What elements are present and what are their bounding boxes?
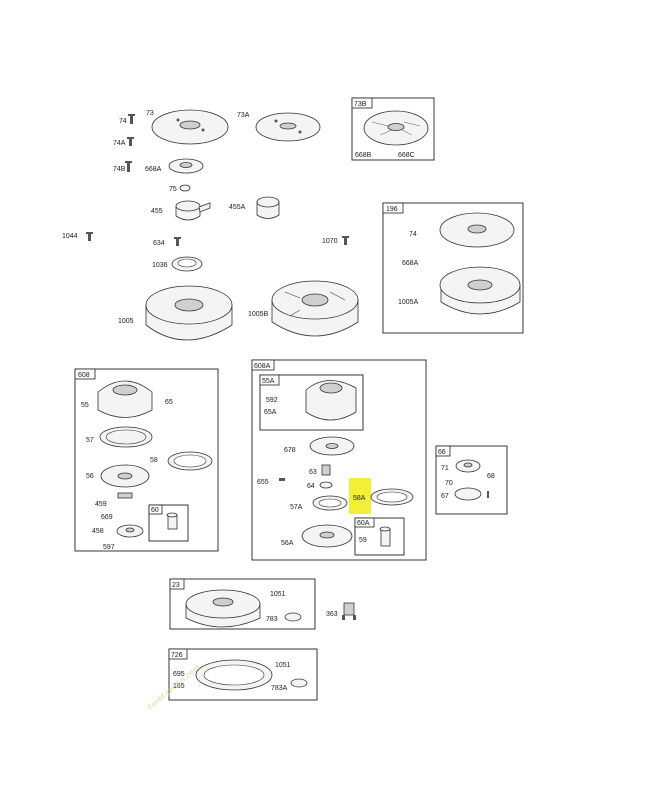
label-75: 75 <box>169 186 177 193</box>
label-455A: 455A <box>229 204 246 211</box>
kit-box-608A[interactable] <box>251 359 427 561</box>
label-74A: 74A <box>113 140 126 147</box>
part-1070-screw <box>342 236 349 245</box>
label-668B: 668B <box>355 152 372 159</box>
kit-box-23[interactable] <box>169 578 316 630</box>
label-695: 695 <box>173 671 185 678</box>
label-56: 56 <box>86 473 94 480</box>
label-73A: 73A <box>237 112 250 119</box>
label-1005B: 1005B <box>248 311 269 318</box>
part-1005B-fan[interactable] <box>271 280 359 337</box>
box-title-608: 608 <box>78 372 90 379</box>
label-1005A: 1005A <box>398 299 419 306</box>
part-1036-ring[interactable] <box>171 256 203 272</box>
label-58: 58 <box>150 457 158 464</box>
label-668A: 668A <box>145 166 162 173</box>
label-57: 57 <box>86 437 94 444</box>
part-74-screw <box>128 114 135 124</box>
box-title-726: 726 <box>171 652 183 659</box>
label-55: 55 <box>81 402 89 409</box>
part-668A-plate[interactable] <box>168 158 204 174</box>
part-363-terminal[interactable] <box>342 602 356 620</box>
part-75-washer <box>179 184 191 192</box>
part-57A-spring[interactable] <box>312 495 348 511</box>
label-783A: 783A <box>271 685 288 692</box>
label-65A: 65A <box>264 409 277 416</box>
label-597: 597 <box>103 544 115 551</box>
part-1044-screw <box>86 232 93 241</box>
kit-box-60A[interactable] <box>354 517 405 556</box>
highlight-58A[interactable] <box>349 478 371 514</box>
kit-box-726[interactable] <box>168 648 318 701</box>
label-63: 63 <box>309 469 317 476</box>
label-458: 458 <box>92 528 104 535</box>
part-64-washer <box>319 481 333 489</box>
part-74B-screw <box>125 161 132 172</box>
kit-box-66[interactable] <box>435 445 508 515</box>
box-title-55A: 55A <box>262 378 275 385</box>
kit-box-608[interactable] <box>74 368 219 552</box>
label-634: 634 <box>153 240 165 247</box>
label-165: 165 <box>173 683 185 690</box>
part-63-spring <box>321 464 331 476</box>
label-1044: 1044 <box>62 233 78 240</box>
part-1005-fan[interactable] <box>145 285 233 341</box>
label-68: 68 <box>487 473 495 480</box>
label-67: 67 <box>441 493 449 500</box>
part-73-flywheel-screen[interactable] <box>151 109 229 145</box>
label-668A-196: 668A <box>402 260 419 267</box>
label-1051: 1051 <box>270 591 286 598</box>
label-363: 363 <box>326 611 338 618</box>
part-455-starter-cup[interactable] <box>175 200 211 221</box>
box-title-73B: 73B <box>354 101 367 108</box>
label-65: 65 <box>165 399 173 406</box>
label-669: 669 <box>101 514 113 521</box>
label-74: 74 <box>119 118 127 125</box>
label-1036: 1036 <box>152 262 168 269</box>
label-56A: 56A <box>281 540 294 547</box>
label-58A: 58A <box>353 495 366 502</box>
label-1070: 1070 <box>322 238 338 245</box>
box-title-23: 23 <box>172 582 180 589</box>
part-655-screw <box>279 478 285 481</box>
box-title-608A: 608A <box>254 363 271 370</box>
label-1051b: 1051 <box>275 662 291 669</box>
part-634-screw <box>174 237 181 246</box>
part-678-disc[interactable] <box>309 436 355 456</box>
part-58A-rope[interactable] <box>370 488 414 506</box>
label-655: 655 <box>257 479 269 486</box>
label-459: 459 <box>95 501 107 508</box>
label-783: 783 <box>266 616 278 623</box>
label-57A: 57A <box>290 504 303 511</box>
label-70: 70 <box>445 480 453 487</box>
part-73A-flywheel-screen[interactable] <box>255 112 321 142</box>
label-1005: 1005 <box>118 318 134 325</box>
box-title-196: 196 <box>386 206 398 213</box>
box-title-60: 60 <box>151 507 159 514</box>
label-678: 678 <box>284 447 296 454</box>
kit-box-55A[interactable] <box>259 374 364 431</box>
part-56A-pulley[interactable] <box>301 524 353 548</box>
label-74-196: 74 <box>409 231 417 238</box>
label-74B: 74B <box>113 166 126 173</box>
part-455A-starter-cup[interactable] <box>256 196 280 219</box>
label-592: 592 <box>266 397 278 404</box>
label-64: 64 <box>307 483 315 490</box>
label-668C: 668C <box>398 152 415 159</box>
label-71: 71 <box>441 465 449 472</box>
kit-box-196[interactable] <box>382 202 524 334</box>
label-455: 455 <box>151 208 163 215</box>
box-title-60A: 60A <box>357 520 370 527</box>
kit-box-73B[interactable] <box>351 97 435 161</box>
label-59: 59 <box>359 537 367 544</box>
kit-box-60[interactable] <box>148 504 189 542</box>
box-title-66: 66 <box>438 449 446 456</box>
label-73: 73 <box>146 110 154 117</box>
part-74A-screw <box>127 137 134 146</box>
